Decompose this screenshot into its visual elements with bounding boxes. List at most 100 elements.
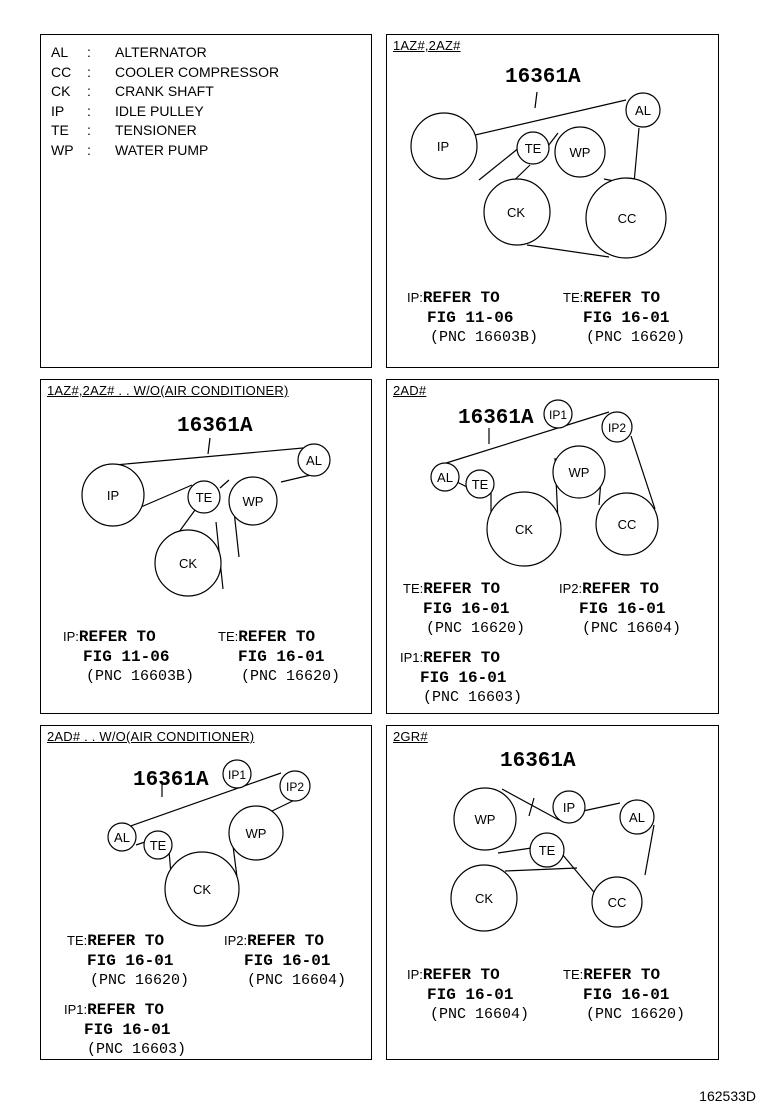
belt-diagram: AL TE CK WP IP1 IP2 16361A bbox=[107, 759, 311, 927]
reference-note: IP1:REFER TO FIG 16-01 (PNC 16603) bbox=[400, 649, 523, 706]
pulley-label: IP1 bbox=[228, 768, 246, 782]
pulley-label: AL bbox=[629, 810, 645, 825]
pulley-label: IP bbox=[563, 800, 575, 815]
crank-shaft-circle bbox=[450, 864, 518, 932]
water-pump-circle bbox=[453, 787, 517, 851]
water-pump-circle bbox=[554, 126, 606, 178]
part-number-label: 16361A bbox=[500, 750, 576, 773]
legend-name: WATER PUMP bbox=[115, 141, 209, 158]
legend-code: TE bbox=[51, 122, 69, 138]
reference-note: IP1:REFER TO FIG 16-01 (PNC 16603) bbox=[64, 1001, 187, 1058]
part-number-label: 16361A bbox=[505, 66, 581, 89]
tensioner-circle bbox=[465, 469, 495, 499]
tensioner-circle bbox=[187, 480, 221, 514]
belt-segment bbox=[582, 802, 621, 812]
belt-segment bbox=[526, 244, 610, 258]
belt-segment bbox=[124, 772, 282, 829]
pulley-label: IP2 bbox=[286, 780, 304, 794]
figure-number: 162533D bbox=[699, 1088, 756, 1104]
pulley-label: IP1 bbox=[549, 408, 567, 422]
legend-item: CK:CRANK SHAFT bbox=[51, 82, 279, 102]
pulley-label: CK bbox=[193, 882, 211, 897]
legend-item: CC:COOLER COMPRESSOR bbox=[51, 63, 279, 83]
legend-item: WP:WATER PUMP bbox=[51, 141, 279, 161]
cooler-compressor-circle bbox=[595, 492, 659, 556]
legend-item: IP:IDLE PULLEY bbox=[51, 102, 279, 122]
crank-shaft-circle bbox=[154, 529, 222, 597]
engine-tag: 2AD# bbox=[393, 383, 427, 398]
belt-segment bbox=[140, 484, 193, 508]
belt-diagram: IP TE WP AL CK 16361A bbox=[81, 415, 331, 597]
reference-note: TE:REFER TO FIG 16-01 (PNC 16620) bbox=[403, 580, 526, 637]
pulley-label: AL bbox=[635, 103, 651, 118]
pulley-label: TE bbox=[150, 838, 167, 853]
pulley-label: TE bbox=[472, 477, 489, 492]
leader-line bbox=[534, 91, 538, 109]
idle-pulley-2-circle bbox=[601, 411, 633, 443]
engine-tag: 2AD# . . W/O(AIR CONDITIONER) bbox=[47, 729, 255, 744]
pulley-label: AL bbox=[437, 470, 453, 485]
legend-name: CRANK SHAFT bbox=[115, 83, 214, 99]
pulley-label: TE bbox=[196, 490, 213, 505]
belt-segment bbox=[219, 479, 230, 489]
reference-note: TE:REFER TO FIG 16-01 (PNC 16620) bbox=[67, 932, 190, 989]
pulley-label: CC bbox=[608, 895, 627, 910]
belt-segment bbox=[644, 824, 655, 876]
legend-code: WP bbox=[51, 141, 74, 158]
tensioner-circle bbox=[516, 131, 550, 165]
legend-code: CC bbox=[51, 63, 72, 80]
part-number-label: 16361A bbox=[133, 769, 209, 792]
belt-panel-1az-2az-no-ac: 1AZ#,2AZ# . . W/O(AIR CONDITIONER) IP TE… bbox=[40, 379, 372, 714]
legend-name: COOLER COMPRESSOR bbox=[115, 63, 280, 80]
crank-shaft-circle bbox=[486, 491, 562, 567]
pulley-label: CK bbox=[475, 891, 493, 906]
tensioner-circle bbox=[529, 832, 565, 868]
belt-segment bbox=[114, 446, 315, 466]
belt-segment bbox=[630, 435, 656, 510]
legend-name: IDLE PULLEY bbox=[115, 102, 204, 119]
pulley-label: CC bbox=[618, 517, 637, 532]
belt-segment bbox=[504, 867, 578, 872]
pulley-label: CK bbox=[507, 205, 525, 220]
belt-segment bbox=[442, 411, 610, 465]
cooler-compressor-circle bbox=[591, 876, 643, 928]
legend-name: TENSIONER bbox=[115, 122, 197, 138]
engine-tag: 1AZ#,2AZ# . . W/O(AIR CONDITIONER) bbox=[47, 383, 289, 398]
pulley-label: WP bbox=[570, 145, 591, 160]
alternator-circle bbox=[625, 92, 661, 128]
pulley-label: IP bbox=[107, 488, 119, 503]
idle-pulley-1-circle bbox=[222, 759, 252, 789]
pulley-label: TE bbox=[525, 141, 542, 156]
pulley-label: WP bbox=[246, 826, 267, 841]
pulley-label: IP2 bbox=[608, 421, 626, 435]
pulley-label: WP bbox=[475, 812, 496, 827]
reference-note: TE:REFER TO FIG 16-01 (PNC 16620) bbox=[563, 289, 686, 346]
reference-note: TE:REFER TO FIG 16-01 (PNC 16620) bbox=[218, 628, 341, 685]
water-pump-circle bbox=[552, 445, 606, 499]
belt-segment bbox=[233, 510, 240, 558]
alternator-circle bbox=[107, 822, 137, 852]
pulley-label: AL bbox=[306, 453, 322, 468]
pulley-label: CC bbox=[618, 211, 637, 226]
idle-pulley-circle bbox=[552, 790, 586, 824]
pulley-label: AL bbox=[114, 830, 130, 845]
alternator-circle bbox=[430, 462, 460, 492]
crank-shaft-circle bbox=[483, 178, 551, 246]
reference-note: IP2:REFER TO FIG 16-01 (PNC 16604) bbox=[224, 932, 347, 989]
idle-pulley-1-circle bbox=[543, 399, 573, 429]
reference-note: IP:REFER TO FIG 16-01 (PNC 16604) bbox=[407, 966, 530, 1023]
belt-segment bbox=[178, 509, 196, 533]
tensioner-circle bbox=[143, 830, 173, 860]
legend-code: CK bbox=[51, 83, 71, 99]
alternator-circle bbox=[297, 443, 331, 477]
legend-list: AL:ALTERNATOR CC:COOLER COMPRESSOR CK:CR… bbox=[51, 43, 279, 160]
water-pump-circle bbox=[228, 805, 284, 861]
belt-panel-2gr: 2GR# WP IP TE AL CK CC 16361A bbox=[386, 725, 719, 1060]
pulley-label: TE bbox=[539, 843, 556, 858]
part-number-label: 16361A bbox=[177, 415, 253, 438]
water-pump-circle bbox=[228, 476, 278, 526]
cooler-compressor-circle bbox=[585, 177, 667, 259]
pulley-label: CK bbox=[179, 556, 197, 571]
legend-code: AL bbox=[51, 44, 69, 60]
